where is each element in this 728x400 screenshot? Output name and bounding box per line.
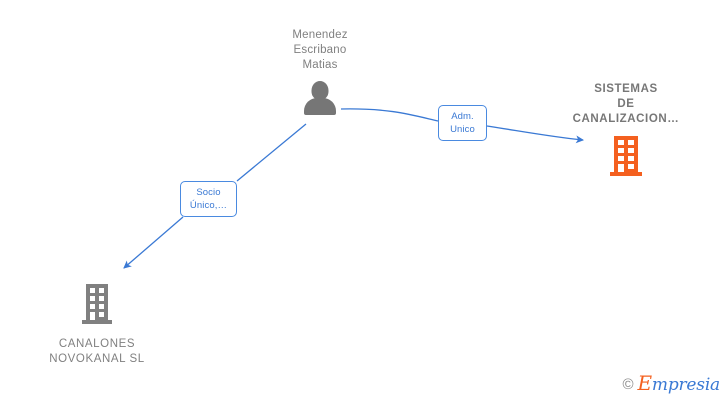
- node-company-sistemas[interactable]: SISTEMAS DE CANALIZACION…: [551, 82, 701, 183]
- person-body-shape: [304, 98, 336, 115]
- edge-line-socio: [236, 123, 307, 182]
- edge-line-socio-tail: [123, 216, 184, 269]
- edge-label-adm-unico[interactable]: Adm. Unico: [438, 105, 487, 141]
- brand-rest: mpresia: [651, 375, 720, 395]
- brand-initial: E: [637, 371, 653, 395]
- building-icon-gray-wrap: [22, 282, 172, 331]
- copyright-icon: ©: [622, 376, 634, 393]
- building-icon: [610, 136, 642, 176]
- node-company-canalones-label: CANALONES NOVOKANAL SL: [49, 338, 145, 365]
- building-icon-orange-wrap: [551, 134, 701, 183]
- edge-line-adm: [340, 108, 439, 122]
- person-head-shape: [311, 81, 329, 100]
- person-icon: [262, 81, 378, 115]
- node-person-label: Menendez Escribano Matias: [292, 29, 348, 71]
- node-person[interactable]: Menendez Escribano Matias: [262, 28, 378, 115]
- edge-label-socio-unico[interactable]: Socio Único,…: [180, 181, 237, 217]
- edge-line-adm-tail: [486, 125, 585, 144]
- node-company-sistemas-label: SISTEMAS DE CANALIZACION…: [572, 83, 680, 125]
- node-company-canalones[interactable]: CANALONES NOVOKANAL SL: [22, 282, 172, 367]
- building-icon: [82, 284, 112, 324]
- watermark-empresia: © Empresia: [622, 373, 721, 395]
- brand-wordmark: Empresia: [638, 373, 721, 395]
